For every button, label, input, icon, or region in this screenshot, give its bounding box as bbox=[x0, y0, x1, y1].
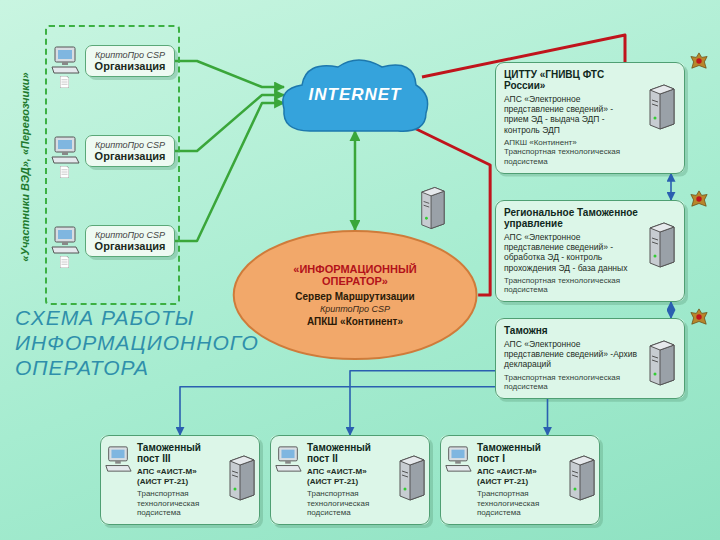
customs-panel: Региональное Таможенное управлениеАПС «Э… bbox=[495, 200, 685, 302]
box-fill bbox=[85, 135, 175, 167]
node-heading: Региональное Таможенное управление bbox=[504, 207, 638, 229]
server-icon bbox=[650, 223, 674, 267]
customs-post-box: Таможенный пост III АПС «АИСТ-М» (АИСТ РТ… bbox=[100, 435, 260, 525]
computer-icon bbox=[52, 47, 79, 73]
node-text: Транспортная технологическая подсистема bbox=[307, 489, 391, 518]
operator-ellipse: «ИНФОРМАЦИОННЫЙ ОПЕРАТОР» Сервер Маршрути… bbox=[232, 230, 478, 360]
node-text: АПС «Электронное представление сведений»… bbox=[504, 339, 638, 370]
box-fill bbox=[495, 200, 685, 302]
participant-group: «Участники ВЭД», «Перевозчики»КриптоПро … bbox=[45, 25, 180, 305]
text-holder: «ИНФОРМАЦИОННЫЙ ОПЕРАТОР» Сервер Маршрути… bbox=[272, 263, 437, 327]
computer-icon bbox=[52, 227, 79, 253]
document-icon bbox=[60, 256, 69, 268]
node-text: Организация bbox=[91, 240, 169, 252]
node-text: Транспортная технологическая подсистема bbox=[137, 489, 221, 518]
internet-cloud: INTERNET bbox=[280, 55, 430, 135]
node-heading: Таможенный пост I bbox=[477, 442, 561, 464]
node-heading: «ИНФОРМАЦИОННЫЙ ОПЕРАТОР» bbox=[272, 263, 437, 287]
emblem-icon bbox=[691, 53, 707, 68]
server-icon bbox=[650, 341, 674, 385]
document-icon bbox=[60, 166, 69, 178]
node-text: АПКШ «Континент» bbox=[504, 138, 638, 148]
diagram-title: СХЕМА РАБОТЫ ИНФОРМАЦИОННОГО ОПЕРАТОРА bbox=[15, 305, 250, 381]
server-icon bbox=[422, 187, 444, 228]
box-fill bbox=[85, 225, 175, 257]
connector bbox=[180, 387, 495, 435]
node-text: Транспортная технологическая подсистема bbox=[504, 373, 638, 392]
node-text: Транспортная технологическая подсистема bbox=[504, 147, 638, 166]
connector bbox=[670, 302, 672, 318]
connector bbox=[547, 399, 549, 435]
node-text: АПС «Электронное представление сведений»… bbox=[504, 94, 638, 135]
box-fill bbox=[495, 318, 685, 399]
node-text: АПС «АИСТ-М» (АИСТ РТ-21) bbox=[137, 467, 221, 486]
emblem-icon bbox=[691, 191, 707, 206]
connector bbox=[175, 61, 284, 87]
node-heading: КриптоПро CSP bbox=[91, 140, 169, 150]
node-heading: INTERNET bbox=[309, 85, 402, 105]
computer-icon bbox=[106, 447, 131, 471]
customs-panel: ЦИТТУ «ГНИВЦ ФТС России» АПС «Электронное… bbox=[495, 62, 685, 174]
node-heading: Таможенный пост II bbox=[307, 442, 391, 464]
server-icon bbox=[400, 456, 424, 500]
node-heading: Таможенный пост III bbox=[137, 442, 221, 464]
organization-box: КриптоПро CSPОрганизация bbox=[85, 135, 175, 167]
node-text: Сервер Маршрутизации bbox=[295, 291, 414, 302]
connector bbox=[175, 103, 284, 241]
node-text: Транспортная технологическая подсистема bbox=[477, 489, 561, 518]
server-icon bbox=[570, 456, 594, 500]
node-text: АПКШ «Континент» bbox=[307, 316, 403, 327]
organization-box: КриптоПро CSPОрганизация bbox=[85, 45, 175, 77]
node-text: АПС «АИСТ-М» (АИСТ РТ-21) bbox=[477, 467, 561, 486]
ellipse-outline bbox=[234, 231, 477, 359]
computer-icon bbox=[276, 447, 301, 471]
document-icon bbox=[60, 76, 69, 88]
computer-icon bbox=[446, 447, 471, 471]
node-heading: «Участники ВЭД», «Перевозчики» bbox=[19, 72, 31, 261]
computer-icon bbox=[52, 137, 79, 163]
node-text: Организация bbox=[91, 150, 169, 162]
server-icon bbox=[230, 456, 254, 500]
customs-post-box: Таможенный пост II АПС «АИСТ-М» (АИСТ РТ-… bbox=[270, 435, 430, 525]
box-fill bbox=[270, 435, 430, 525]
node-text: Организация bbox=[91, 60, 169, 72]
server-icon bbox=[650, 85, 674, 129]
box-fill bbox=[85, 45, 175, 77]
node-heading: ЦИТТУ «ГНИВЦ ФТС России» bbox=[504, 69, 638, 91]
connector bbox=[354, 131, 357, 230]
customs-panel: ТаможняАПС «Электронное представление св… bbox=[495, 318, 685, 399]
customs-post-box: Таможенный пост I АПС «АИСТ-М» (АИСТ РТ-2… bbox=[440, 435, 600, 525]
node-text: КриптоПро CSP bbox=[320, 304, 390, 314]
cloud-outline bbox=[283, 60, 428, 131]
node-text: АПС «Электронное представление сведений»… bbox=[504, 232, 638, 273]
connector bbox=[670, 174, 672, 200]
box-fill bbox=[495, 62, 685, 174]
node-heading: Таможня bbox=[504, 325, 638, 336]
node-text: Транспортная технологическая подсистема bbox=[504, 276, 638, 295]
connector bbox=[350, 371, 495, 435]
box-fill bbox=[100, 435, 260, 525]
organization-box: КриптоПро CSPОрганизация bbox=[85, 225, 175, 257]
emblem-icon bbox=[691, 309, 707, 324]
node-text: АПС «АИСТ-М» (АИСТ РТ-21) bbox=[307, 467, 391, 486]
text-holder: INTERNET bbox=[309, 85, 402, 105]
box-fill bbox=[440, 435, 600, 525]
node-heading: КриптоПро CSP bbox=[91, 50, 169, 60]
node-heading: КриптоПро CSP bbox=[91, 230, 169, 240]
